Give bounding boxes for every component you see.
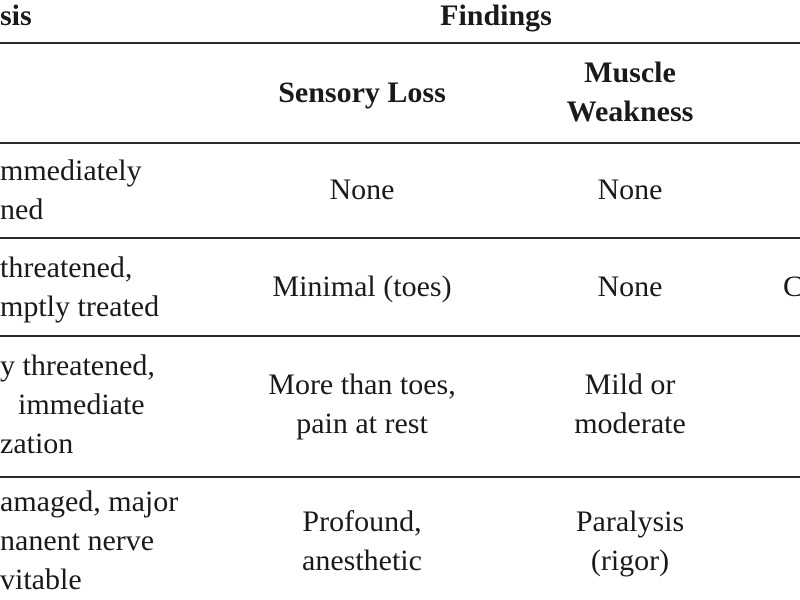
row3-diagnosis-2: immediate	[18, 388, 145, 421]
row3-sensory-1: More than toes,	[268, 368, 456, 401]
rule-row2	[0, 335, 800, 337]
row4-diagnosis-1: amaged, major	[0, 485, 179, 518]
header-findings: Findings	[440, 0, 552, 32]
row3-muscle-2: moderate	[574, 407, 686, 440]
header-muscle-weakness-1: Muscle	[584, 56, 676, 89]
row3-sensory-2: pain at rest	[296, 407, 428, 440]
row3-diagnosis-1: y threatened,	[0, 349, 155, 382]
row2-diagnosis-2: mptly treated	[0, 290, 160, 323]
row3-muscle-1: Mild or	[584, 368, 676, 401]
row4-sensory-1: Profound,	[302, 505, 422, 538]
row4-sensory-2: anesthetic	[302, 544, 422, 577]
rule-row3	[0, 476, 800, 478]
rule-top	[0, 42, 800, 44]
row4-diagnosis-2: nanent nerve	[0, 524, 155, 557]
row2-next-col-fragment: C	[783, 270, 800, 303]
header-muscle-weakness-2: Weakness	[566, 95, 694, 128]
row3-diagnosis-3: zation	[0, 427, 74, 460]
row4-muscle-1: Paralysis	[575, 505, 685, 538]
row2-diagnosis-1: threatened,	[0, 251, 133, 284]
rule-header	[0, 142, 800, 144]
header-diagnosis: sis	[0, 0, 32, 32]
header-sensory-loss: Sensory Loss	[278, 76, 446, 109]
row2-sensory: Minimal (toes)	[272, 270, 452, 303]
row4-muscle-2: (rigor)	[590, 544, 670, 577]
row1-diagnosis-2: ned	[0, 193, 44, 226]
row2-muscle: None	[597, 270, 663, 303]
rule-row1	[0, 237, 800, 239]
row1-sensory: None	[329, 173, 395, 206]
row4-diagnosis-3: vitable	[0, 563, 82, 596]
row1-muscle: None	[597, 173, 663, 206]
row1-diagnosis-1: mmediately	[0, 154, 142, 187]
